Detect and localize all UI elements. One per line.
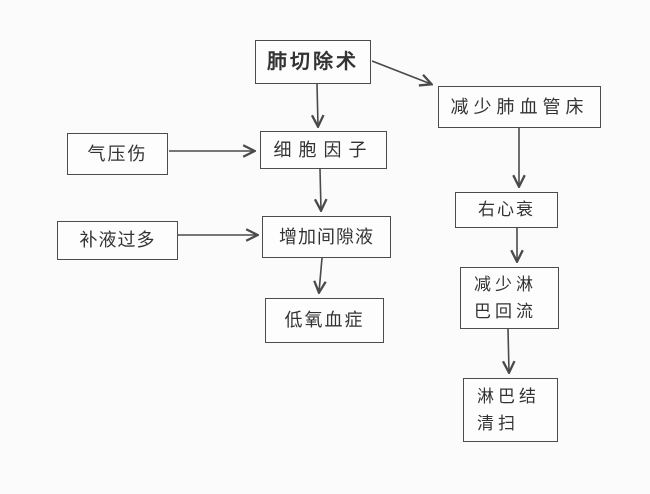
node-pneumonectomy: 肺切除术 [255,40,371,84]
node-pneumonectomy-label: 肺切除术 [267,50,359,73]
node-cytokines: 细胞因子 [260,131,387,169]
node-right-heart-failure: 右心衰 [455,192,558,228]
node-hypoxemia-label: 低氧血症 [284,310,365,331]
node-reduced-lymphatic-return-label: 减少淋巴回流 [474,275,537,321]
edge-increased-interstitial-fluid-to-hypoxemia [319,257,322,292]
node-barotrauma: 气压伤 [67,133,168,175]
node-barotrauma-label: 气压伤 [87,143,148,164]
edge-pneumonectomy-to-cytokines [317,83,318,126]
node-increased-interstitial-fluid: 增加间隙液 [262,216,391,258]
node-reduced-lymphatic-return: 减少淋巴回流 [460,267,559,329]
node-hypoxemia: 低氧血症 [265,298,384,343]
node-cytokines-label: 细胞因子 [273,139,374,160]
node-fluid-overload: 补液过多 [57,221,178,260]
node-reduced-pulmonary-vascular-bed: 减少肺血管床 [438,86,601,128]
edge-cytokines-to-increased-interstitial-fluid [320,168,321,210]
node-lymph-node-dissection: 淋巴结清扫 [463,378,558,442]
node-right-heart-failure-label: 右心衰 [478,200,535,220]
node-lymph-node-dissection-label: 淋巴结清扫 [477,387,540,433]
node-increased-interstitial-fluid-label: 增加间隙液 [279,226,374,247]
edge-reduced-lymphatic-return-to-lymph-node-dissection [508,328,509,372]
edge-pneumonectomy-to-reduced-pulmonary-vascular-bed [371,60,431,84]
node-reduced-pulmonary-vascular-bed-label: 减少肺血管床 [450,96,589,117]
node-fluid-overload-label: 补液过多 [79,230,156,251]
